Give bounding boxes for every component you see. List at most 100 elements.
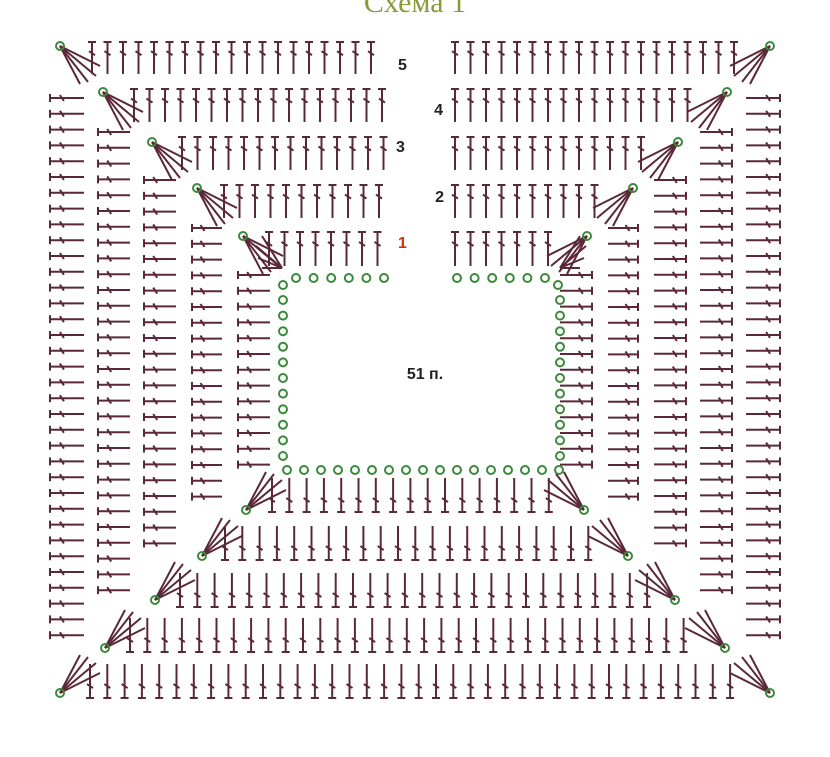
stitch-cross <box>380 683 388 689</box>
stitch-cross <box>577 350 584 358</box>
stitch-symbol <box>224 136 233 170</box>
stitch-cross <box>227 50 236 57</box>
stitch-cross <box>363 683 371 689</box>
stitch-cross <box>559 145 568 152</box>
stitch-symbol <box>746 236 781 245</box>
stitch-symbol <box>143 239 176 248</box>
stitch-cross <box>671 429 678 437</box>
stitch-cross <box>671 287 678 295</box>
stitch-cross <box>130 97 138 104</box>
stitch-symbol <box>192 88 200 122</box>
stitch-symbol <box>49 346 84 355</box>
stitch-symbol <box>221 526 229 561</box>
stitch-cross <box>765 157 771 165</box>
stitch-cross <box>246 350 253 358</box>
stitch-cross <box>152 381 159 389</box>
stitch-cross <box>577 397 584 405</box>
stitch-cross <box>296 241 304 247</box>
stitch-cross <box>717 555 724 563</box>
stitch-cross <box>683 97 692 104</box>
stitch-symbol <box>700 349 733 358</box>
stitch-symbol <box>482 88 490 122</box>
corner-stitch <box>261 235 283 269</box>
stitch-cross <box>577 461 584 469</box>
stitch-cross <box>624 335 631 343</box>
stitch-symbol <box>746 410 781 418</box>
stitch-cross <box>247 637 255 643</box>
stitch-cross <box>536 683 544 689</box>
stitch-cross <box>181 50 189 57</box>
stitch-cross <box>765 442 771 450</box>
stitch-cross <box>624 303 631 311</box>
stitch-cross <box>106 381 113 389</box>
stitch-cross <box>765 426 771 434</box>
stitch-cross <box>714 50 723 57</box>
stitch-symbol <box>397 664 406 699</box>
stitch-cross <box>246 429 253 437</box>
stitch-cross <box>59 189 65 197</box>
stitch-symbol <box>560 397 593 406</box>
stitch-cross <box>199 271 206 279</box>
chain-stitch <box>670 595 680 605</box>
corner-stitch <box>59 654 81 694</box>
stitch-symbol <box>97 475 130 484</box>
stitch-symbol <box>331 88 340 122</box>
stitch-cross <box>59 94 65 102</box>
stitch-cross <box>240 145 248 152</box>
stitch-cross <box>311 683 319 689</box>
stitch-symbol <box>654 492 687 500</box>
stitch-symbol <box>280 231 289 266</box>
stitch-cross <box>621 50 630 57</box>
stitch-cross <box>624 366 631 374</box>
stitch-cross <box>717 128 724 136</box>
corner-stitch <box>242 235 284 257</box>
stitch-cross <box>482 97 490 104</box>
stitch-cross <box>577 318 584 326</box>
stitch-symbol <box>539 573 548 608</box>
stitch-cross <box>497 97 506 104</box>
stitch-cross <box>152 239 159 247</box>
corner-stitch <box>649 141 679 179</box>
stitch-symbol <box>49 568 84 576</box>
stitch-cross <box>765 536 771 544</box>
stitch-symbol <box>700 586 733 595</box>
stitch-cross <box>671 192 678 200</box>
stitch-symbol <box>746 331 781 339</box>
stitch-cross <box>528 97 537 104</box>
stitch-cross <box>482 50 490 57</box>
stitch-cross <box>316 637 324 643</box>
stitch-symbol <box>193 573 202 608</box>
corner-stitch <box>599 519 629 557</box>
stitch-cross <box>103 683 111 689</box>
stitch-cross <box>199 224 206 232</box>
chain-stitch <box>379 273 389 283</box>
stitch-cross <box>765 94 771 102</box>
stitch-symbol <box>143 318 176 327</box>
stitch-symbol <box>528 184 537 218</box>
stitch-cross <box>652 97 661 104</box>
corner-stitch <box>749 45 771 85</box>
stitch-symbol <box>560 413 593 422</box>
stitch-cross <box>590 145 599 152</box>
stitch-symbol <box>497 184 506 218</box>
stitch-cross <box>451 50 459 57</box>
chain-stitch <box>452 465 462 475</box>
corner-stitch <box>102 91 144 113</box>
stitch-cross <box>199 461 206 469</box>
stitch-symbol <box>746 552 781 561</box>
stitch-symbol <box>176 88 185 122</box>
stitch-cross <box>59 457 65 465</box>
stitch-cross <box>449 683 457 689</box>
stitch-cross <box>765 268 771 276</box>
stitch-symbol <box>103 664 112 699</box>
stitch-symbol <box>324 526 333 561</box>
corner-stitch <box>242 235 264 275</box>
stitch-symbol <box>49 94 84 102</box>
stitch-symbol <box>528 88 537 122</box>
stitch-cross <box>246 413 253 421</box>
stitch-symbol <box>237 334 270 343</box>
stitch-cross <box>297 193 306 200</box>
chain-stitch <box>291 273 301 283</box>
stitch-cross <box>207 97 216 104</box>
corner-stitch <box>201 517 223 557</box>
